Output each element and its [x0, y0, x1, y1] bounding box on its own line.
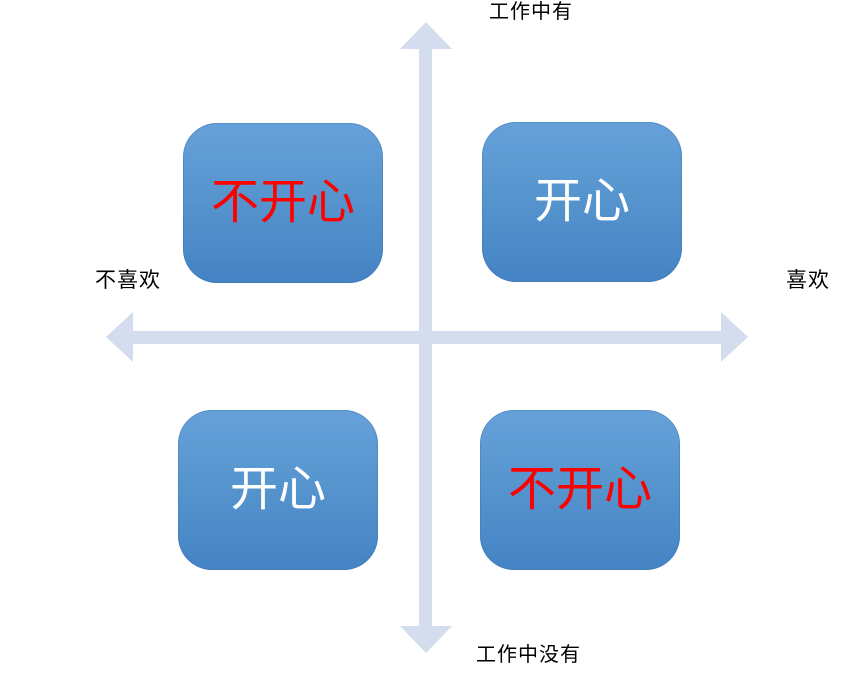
- quadrant-box-top-left: 不开心: [183, 123, 383, 283]
- horizontal-axis-shaft: [130, 331, 722, 344]
- quadrant-box-bottom-left: 开心: [178, 410, 378, 570]
- vertical-axis-down-arrowhead-icon: [400, 626, 452, 653]
- vertical-axis-up-arrowhead-icon: [400, 22, 452, 49]
- quadrant-label: 不开心: [507, 463, 652, 516]
- quadrant-label: 不开心: [210, 176, 355, 229]
- quadrant-box-top-right: 开心: [482, 122, 682, 282]
- quadrant-label: 开心: [229, 463, 326, 516]
- axis-label-top: 工作中有: [489, 1, 573, 23]
- quadrant-box-bottom-right: 不开心: [480, 410, 680, 570]
- axis-label-left: 不喜欢: [95, 268, 161, 292]
- quadrant-label: 开心: [533, 175, 630, 228]
- horizontal-axis-right-arrowhead-icon: [721, 312, 748, 362]
- axis-label-right: 喜欢: [786, 268, 830, 292]
- axis-label-bottom: 工作中没有: [476, 644, 581, 666]
- horizontal-axis-left-arrowhead-icon: [106, 312, 133, 362]
